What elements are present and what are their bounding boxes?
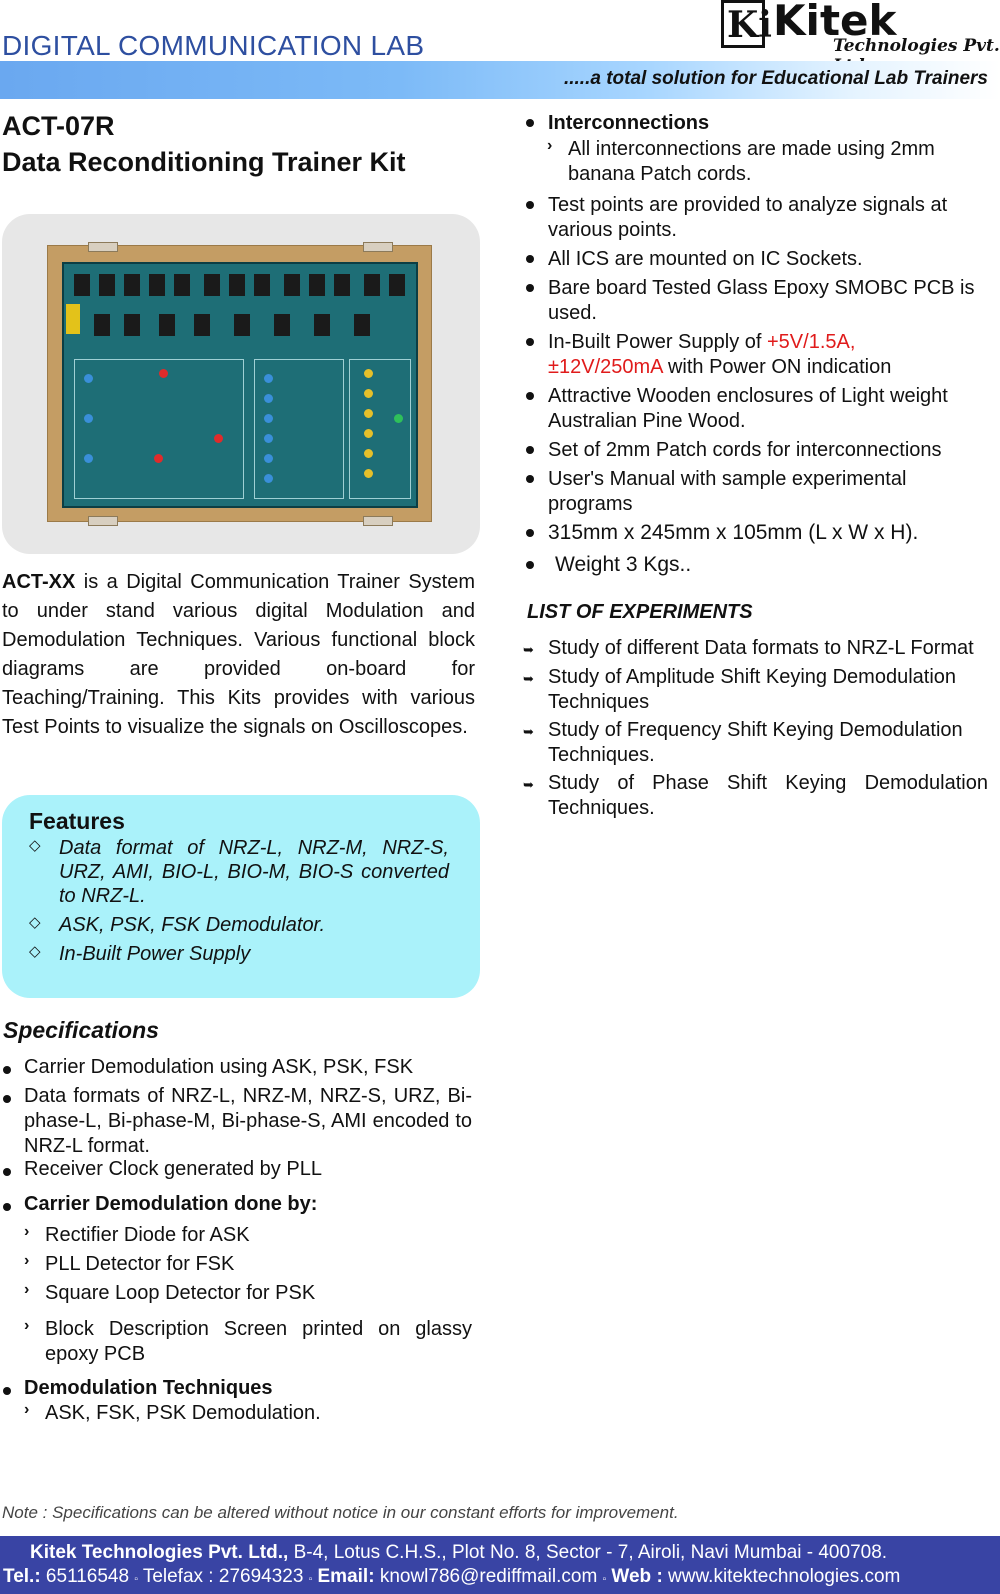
arrow-bullet-icon: ➥: [523, 671, 534, 686]
bullet-icon: [3, 1387, 11, 1395]
footer-address-line: Kitek Technologies Pvt. Ltd., B-4, Lotus…: [30, 1542, 887, 1564]
carrier-item: Block Description Screen printed on glas…: [45, 1318, 472, 1365]
bullet-icon: [526, 446, 534, 454]
separator-icon: ▫: [602, 1574, 607, 1585]
feature-item: Data format of NRZ-L, NRZ-M, NRZ-S, URZ,…: [59, 837, 449, 907]
footer-web[interactable]: www.kitektechnologies.com: [662, 1566, 901, 1587]
bullet-icon: [526, 561, 534, 569]
footer-address: B-4, Lotus C.H.S., Plot No. 8, Sector - …: [288, 1542, 888, 1563]
intro-model: ACT-XX: [2, 571, 76, 593]
diamond-bullet-icon: ◇: [29, 943, 41, 960]
product-model: ACT-07R: [2, 111, 115, 141]
bullet-icon: [3, 1066, 11, 1074]
bullet-icon: [526, 284, 534, 292]
feature-test-points: Test points are provided to analyze sign…: [548, 194, 948, 241]
bullet-icon: [526, 529, 534, 537]
chevron-right-icon: ›: [24, 1281, 30, 1298]
feature-pcb: Bare board Tested Glass Epoxy SMOBC PCB …: [548, 277, 975, 324]
footer-telefax: 27694323: [213, 1566, 309, 1587]
arrow-bullet-icon: ➥: [523, 724, 534, 739]
feature-dimensions: 315mm x 245mm x 105mm (L x W x H).: [548, 521, 919, 544]
spec-item: Receiver Clock generated by PLL: [24, 1158, 322, 1180]
chevron-right-icon: ›: [24, 1252, 30, 1269]
footer-email[interactable]: knowl786@rediffmail.com: [374, 1566, 603, 1587]
bullet-icon: [526, 475, 534, 483]
bullet-icon: [526, 338, 534, 346]
spec-item: Carrier Demodulation using ASK, PSK, FSK: [24, 1056, 414, 1078]
footer-email-label: Email:: [312, 1566, 375, 1587]
bullet-icon: [526, 255, 534, 263]
carrier-item: Rectifier Diode for ASK: [45, 1224, 250, 1246]
arrow-bullet-icon: ➥: [523, 777, 534, 792]
feature-weight: Weight 3 Kgs..: [555, 553, 692, 576]
product-name: Data Reconditioning Trainer Kit: [2, 147, 406, 177]
power-prefix: In-Built Power Supply of: [548, 331, 767, 353]
separator-icon: ▫: [134, 1574, 138, 1585]
header-bar: [0, 61, 1000, 99]
footer: Kitek Technologies Pvt. Ltd., B-4, Lotus…: [0, 1536, 1000, 1594]
bullet-icon: [3, 1203, 11, 1211]
spec-item: Data formats of NRZ-L, NRZ-M, NRZ-S, URZ…: [24, 1085, 472, 1157]
tagline: .....a total solution for Educational La…: [563, 68, 988, 89]
footer-telefax-label: Telefax :: [137, 1566, 214, 1587]
experiment-item: Study of Amplitude Shift Keying Demodula…: [548, 666, 957, 713]
lab-title: DIGITAL COMMUNICATION LAB: [2, 30, 425, 61]
bullet-icon: [526, 119, 534, 127]
chevron-right-icon: ›: [24, 1223, 30, 1240]
separator-icon: ▫: [308, 1574, 313, 1585]
demodulation-techniques-title: Demodulation Techniques: [24, 1377, 273, 1399]
interconnections-title: Interconnections: [548, 112, 710, 134]
intro-text: is a Digital Communication Trainer Syste…: [2, 571, 475, 738]
bullet-icon: [526, 201, 534, 209]
footer-company: Kitek Technologies Pvt. Ltd.,: [30, 1542, 289, 1563]
bullet-icon: [3, 1168, 11, 1176]
kitek-logo-icon: Ki: [721, 0, 772, 48]
trainer-kit-photo: [47, 242, 432, 526]
bullet-icon: [526, 392, 534, 400]
features-box: [2, 795, 480, 998]
feature-power-supply: In-Built Power Supply of +5V/1.5A, ±12V/2…: [548, 330, 994, 380]
carrier-item: Square Loop Detector for PSK: [45, 1282, 316, 1304]
power-spec-12v: ±12V/250mA: [548, 356, 663, 378]
feature-manual: User's Manual with sample experimental p…: [548, 468, 907, 515]
interconnections-detail: All interconnections are made using 2mm …: [568, 138, 935, 185]
feature-item: In-Built Power Supply: [59, 943, 251, 965]
features-title: Features: [29, 808, 125, 834]
power-spec-5v: +5V/1.5A,: [767, 331, 856, 353]
chevron-right-icon: ›: [24, 1317, 30, 1334]
footer-web-label: Web :: [606, 1566, 663, 1587]
chevron-right-icon: ›: [24, 1401, 30, 1418]
footer-tel: 65116548: [40, 1566, 135, 1587]
feature-item: ASK, PSK, FSK Demodulator.: [59, 914, 326, 936]
carrier-demodulation-title: Carrier Demodulation done by:: [24, 1193, 318, 1215]
feature-patch-cords: Set of 2mm Patch cords for interconnecti…: [548, 439, 942, 461]
feature-ic-sockets: All ICS are mounted on IC Sockets.: [548, 248, 863, 270]
footer-contact-line: Tel.: 65116548 ▫ Telefax : 27694323 ▫ Em…: [3, 1566, 900, 1588]
diamond-bullet-icon: ◇: [29, 914, 41, 931]
chevron-right-icon: ›: [547, 137, 553, 154]
brand-name: Kitek: [773, 0, 897, 45]
experiment-item: Study of Frequency Shift Keying Demodula…: [548, 719, 963, 766]
disclaimer-note: Note : Specifications can be altered wit…: [2, 1503, 679, 1522]
experiments-title: LIST OF EXPERIMENTS: [527, 601, 753, 623]
diamond-bullet-icon: ◇: [29, 837, 41, 854]
power-suffix: with Power ON indication: [662, 356, 892, 378]
bullet-icon: [3, 1095, 11, 1103]
feature-enclosure: Attractive Wooden enclosures of Light we…: [548, 385, 948, 432]
experiment-item: Study of different Data formats to NRZ-L…: [548, 637, 974, 659]
experiment-item: Study of Phase Shift Keying Demodulation…: [548, 772, 988, 819]
specifications-title: Specifications: [3, 1017, 159, 1043]
carrier-item: PLL Detector for FSK: [45, 1253, 235, 1275]
arrow-bullet-icon: ➥: [523, 642, 534, 657]
intro-paragraph: ACT-XX is a Digital Communication Traine…: [2, 568, 475, 742]
footer-tel-label: Tel.:: [3, 1566, 41, 1587]
demod-item: ASK, FSK, PSK Demodulation.: [45, 1402, 321, 1424]
